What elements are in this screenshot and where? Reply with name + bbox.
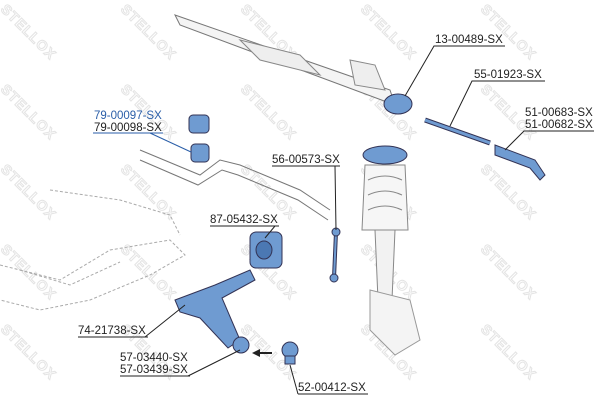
watermark-text: STELLOX xyxy=(0,161,60,223)
watermark-text: STELLOX xyxy=(478,241,540,303)
label-ball-joint-c: 52-00412-SX xyxy=(298,382,366,394)
tie-rod xyxy=(424,117,491,146)
label-ball-joint-a: 57-03440-SX xyxy=(120,352,188,364)
subframe-sketch xyxy=(0,189,186,311)
control-arm xyxy=(174,269,256,354)
watermark-text: STELLOX xyxy=(478,161,540,223)
label-stab-bushing-a[interactable]: 79-00097-SX xyxy=(94,110,162,122)
watermark-text: STELLOX xyxy=(0,1,60,63)
watermark-text: STELLOX xyxy=(0,81,60,143)
leader-lines xyxy=(78,45,594,395)
steering-rack xyxy=(174,14,413,115)
watermark-text: STELLOX xyxy=(0,241,60,303)
label-tie-rod-end-b: 51-00682-SX xyxy=(525,119,593,131)
watermark-text: STELLOX xyxy=(238,81,300,143)
label-steering-rack: 13-00489-SX xyxy=(435,34,503,46)
ball-joint xyxy=(252,341,299,365)
watermark-text: STELLOX xyxy=(118,161,180,223)
label-tie-rod: 55-01923-SX xyxy=(474,69,542,81)
label-arm-bushing: 87-05432-SX xyxy=(210,214,278,226)
label-tie-rod-end-a: 51-00683-SX xyxy=(525,107,593,119)
label-control-arm: 74-21738-SX xyxy=(78,325,146,337)
label-stab-link: 56-00573-SX xyxy=(272,154,340,166)
stabilizer-bar xyxy=(139,149,331,221)
watermark-text: STELLOX xyxy=(0,321,60,383)
arm-bushing xyxy=(249,231,283,269)
watermark-text: STELLOX xyxy=(478,321,540,383)
watermark-text: STELLOX xyxy=(118,1,180,63)
watermark-text: STELLOX xyxy=(358,1,420,63)
stabilizer-link xyxy=(329,227,341,283)
watermark-text: STELLOX xyxy=(478,1,540,63)
strut-assembly xyxy=(361,145,421,356)
stabilizer-bushings xyxy=(188,114,210,163)
watermark-text: STELLOX xyxy=(118,241,180,303)
label-ball-joint-b: 57-03439-SX xyxy=(120,364,188,376)
label-stab-bushing-b: 79-00098-SX xyxy=(94,122,162,134)
tie-rod-end xyxy=(494,144,546,181)
